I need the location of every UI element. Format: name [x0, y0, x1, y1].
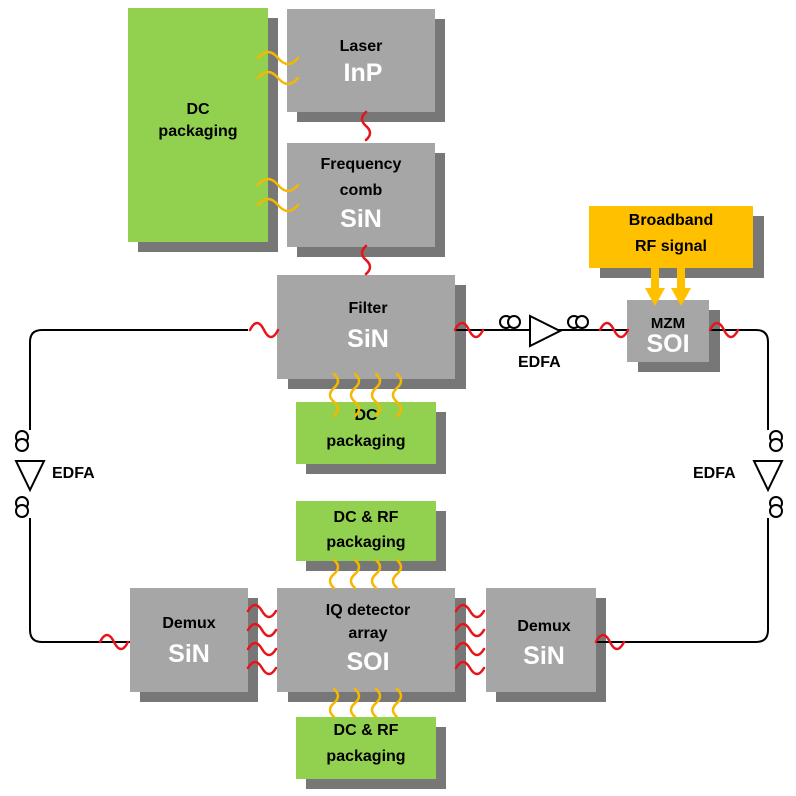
rf-signal-block: Broadband RF signal	[589, 206, 753, 268]
dcrf-packaging-bottom-line1: DC & RF	[333, 722, 399, 739]
comb-block: Frequency comb SiN	[287, 143, 435, 247]
fiber-right-upper	[710, 329, 769, 430]
dcrf-packaging-top-line1: DC & RF	[333, 509, 399, 526]
laser-name: Laser	[339, 38, 383, 55]
filter-material: SiN	[347, 325, 389, 353]
dcrf-packaging-top-line2: packaging	[326, 534, 406, 551]
dc-packaging-top: DC packaging	[128, 8, 268, 242]
rf-arrows	[645, 268, 691, 306]
laser-block: Laser InP	[287, 9, 435, 112]
demux-left-block: Demux SiN	[130, 588, 248, 692]
edfa-left-amplifier-icon	[14, 430, 46, 518]
edfa-center-label: EDFA	[518, 354, 561, 371]
demux-right-name: Demux	[517, 618, 571, 635]
comb-name-line2: comb	[339, 182, 383, 199]
optical-couplings	[98, 110, 740, 676]
dc-packaging-top-line1: DC	[186, 101, 210, 118]
iq-detector-name-line1: IQ detector	[325, 602, 411, 619]
rf-signal-line1: Broadband	[628, 212, 714, 229]
edfa-right-amplifier-icon	[752, 430, 784, 518]
dcrf-packaging-top: DC & RF packaging	[296, 501, 436, 561]
dcrf-packaging-bottom: DC & RF packaging	[296, 717, 436, 779]
dc-packaging-filter-line2: packaging	[326, 433, 406, 450]
edfa-left-label: EDFA	[52, 465, 95, 482]
dc-packaging-top-line2: packaging	[158, 123, 238, 140]
mzm-material: SOI	[646, 330, 690, 358]
iq-detector-material: SOI	[346, 648, 390, 676]
filter-name: Filter	[348, 300, 388, 317]
demux-left-material: SiN	[168, 640, 210, 668]
electrical-links	[256, 50, 403, 719]
edfa-center-amplifier-icon	[499, 314, 589, 348]
iq-detector-name-line2: array	[348, 625, 388, 642]
fiber-left-lower	[29, 518, 130, 643]
filter-block: Filter SiN	[277, 275, 455, 379]
demux-right-material: SiN	[523, 642, 565, 670]
rf-signal-line2: RF signal	[634, 238, 707, 255]
comb-name-line1: Frequency	[320, 156, 402, 173]
mzm-name: MZM	[650, 315, 686, 332]
edfa-right-label: EDFA	[693, 465, 736, 482]
iq-detector-block: IQ detector array SOI	[277, 588, 455, 692]
dc-packaging-filter-line1: DC	[354, 407, 378, 424]
fiber-right-lower	[596, 518, 769, 643]
demux-right-block: Demux SiN	[486, 588, 596, 692]
fiber-left-upper	[29, 329, 248, 430]
dcrf-packaging-bottom-line2: packaging	[326, 748, 406, 765]
mzm-block: MZM SOI	[627, 300, 709, 362]
laser-material: InP	[343, 59, 383, 87]
dc-packaging-filter: DC packaging	[296, 402, 436, 464]
demux-left-name: Demux	[162, 615, 216, 632]
comb-material: SiN	[340, 205, 382, 233]
